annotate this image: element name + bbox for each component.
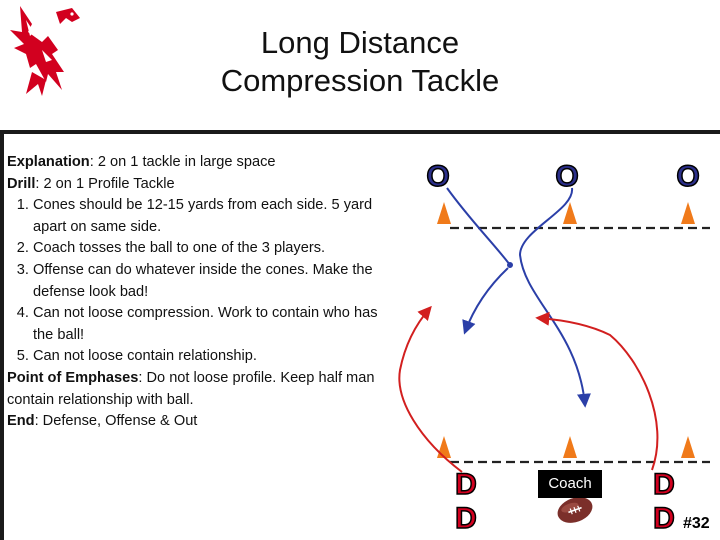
defense-route-left bbox=[398, 305, 463, 473]
drill-steps: Cones should be 12-15 yards from each si… bbox=[7, 195, 387, 368]
cone-icon bbox=[437, 202, 451, 224]
drill-text: : 2 on 1 Profile Tackle bbox=[35, 175, 175, 192]
cone-icon bbox=[563, 202, 577, 224]
coach-label: Coach bbox=[538, 470, 602, 498]
offense-route-3 bbox=[518, 187, 591, 408]
cone-icon bbox=[563, 436, 577, 458]
offense-player-1: O bbox=[426, 160, 449, 193]
slide-number: #32 bbox=[683, 515, 710, 532]
red-hawk-logo-icon bbox=[10, 6, 80, 96]
step-2: Coach tosses the ball to one of the 3 pl… bbox=[33, 238, 387, 260]
football-icon bbox=[557, 497, 593, 523]
header-divider bbox=[0, 130, 720, 134]
cone-icon bbox=[681, 436, 695, 458]
offense-player-2: O bbox=[555, 160, 578, 193]
cone-icon bbox=[437, 436, 451, 458]
defense-player-1: D bbox=[455, 468, 477, 501]
emphasis-label: Point of Emphases bbox=[7, 369, 139, 386]
end-text: : Defense, Offense & Out bbox=[34, 413, 198, 430]
emphasis-text: : Do not loose profile. Keep half man co… bbox=[7, 369, 375, 408]
drill: Drill: 2 on 1 Profile Tackle bbox=[7, 174, 387, 196]
offense-cones bbox=[437, 202, 695, 224]
step-4: Can not loose compression. Work to conta… bbox=[33, 303, 387, 346]
defense-player-4: D bbox=[653, 502, 675, 535]
defense-route-right bbox=[535, 311, 659, 471]
offense-route-1 bbox=[446, 187, 511, 266]
explanation: Explanation: 2 on 1 tackle in large spac… bbox=[7, 152, 387, 174]
drill-label: Drill bbox=[7, 175, 36, 192]
left-border bbox=[0, 130, 4, 540]
step-5: Can not loose contain relationship. bbox=[33, 346, 387, 368]
end: End: Defense, Offense & Out bbox=[7, 411, 387, 433]
explanation-text: : 2 on 1 tackle in large space bbox=[89, 154, 276, 170]
cone-icon bbox=[681, 202, 695, 224]
title-line-1: Long Distance bbox=[260, 25, 460, 60]
ball-toss-point bbox=[507, 262, 513, 268]
page-title: Long Distance Compression Tackle bbox=[150, 24, 570, 100]
title-line-2: Compression Tackle bbox=[220, 63, 500, 98]
defense-player-2: D bbox=[455, 502, 477, 535]
drill-notes: Explanation: 2 on 1 tackle in large spac… bbox=[7, 152, 387, 433]
offense-player-3: O bbox=[676, 160, 699, 193]
end-label: End bbox=[7, 413, 35, 430]
explanation-label: Explanation bbox=[7, 154, 90, 170]
step-3: Offense can do whatever inside the cones… bbox=[33, 260, 387, 303]
step-1: Cones should be 12-15 yards from each si… bbox=[33, 195, 387, 238]
defense-player-3: D bbox=[653, 468, 675, 501]
emphasis: Point of Emphases: Do not loose profile.… bbox=[7, 368, 387, 411]
offense-route-2 bbox=[462, 267, 509, 335]
